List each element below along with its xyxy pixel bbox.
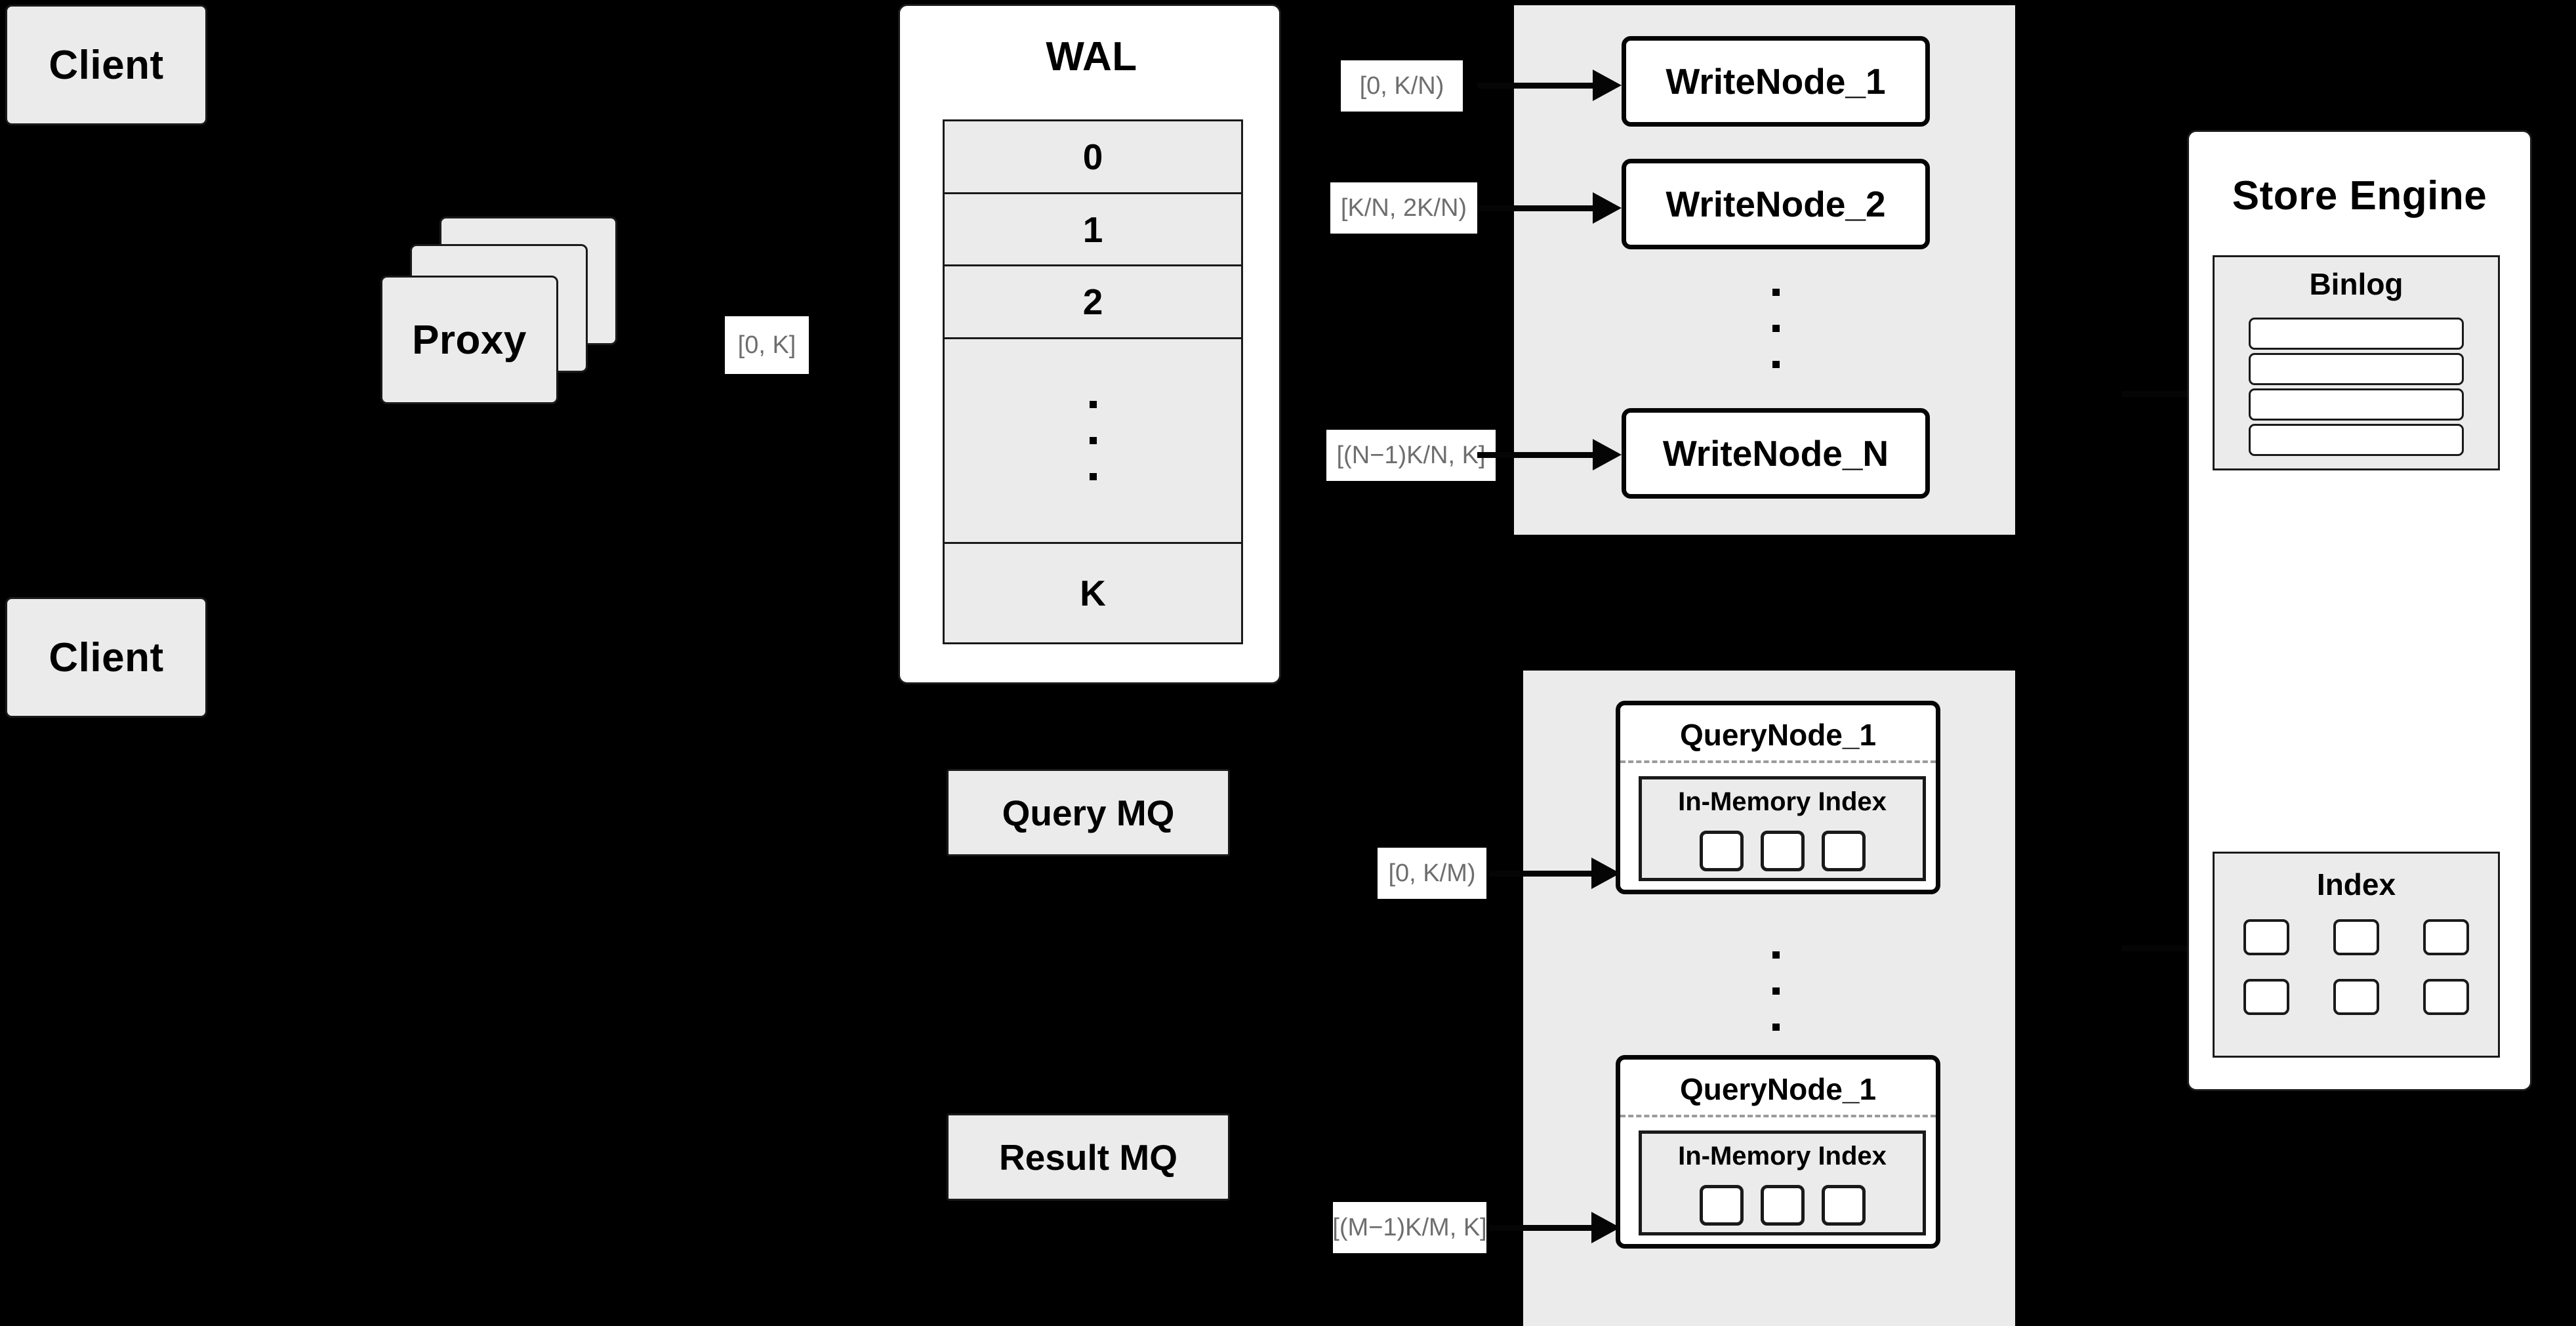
wal-ellipsis-icon	[1089, 386, 1097, 495]
binlog-entry-1[interactable]	[2249, 318, 2464, 350]
query-node-1[interactable]: QueryNode_1 In-Memory Index	[1616, 701, 1940, 894]
write-node-n[interactable]: WriteNode_N	[1622, 408, 1930, 499]
query-node-2-index-chip-1[interactable]	[1699, 1185, 1744, 1226]
binlog-entry-2[interactable]	[2249, 353, 2464, 385]
index-chip-4[interactable]	[2243, 979, 2289, 1015]
query-node-1-separator	[1620, 760, 1936, 763]
query-node-1-in-memory-index[interactable]: In-Memory Index	[1639, 776, 1926, 881]
binlog-entry-3[interactable]	[2249, 388, 2464, 421]
wal-row-label-0: 0	[1082, 136, 1103, 177]
index-panel[interactable]: Index	[2213, 852, 2500, 1058]
query-cluster-ellipsis-icon	[1753, 932, 1799, 1050]
wal-row-2[interactable]: 2	[945, 266, 1241, 340]
edge-label-wal-to-writenode-2-text: [K/N, 2K/N)	[1340, 194, 1467, 222]
store-engine-panel[interactable]: Store Engine Binlog Index	[2187, 130, 2532, 1091]
index-chip-3[interactable]	[2423, 919, 2469, 955]
wal-row-label-2: 2	[1082, 281, 1103, 323]
query-node-2-separator	[1620, 1115, 1936, 1117]
query-node-1-index-chip-1[interactable]	[1699, 831, 1744, 871]
wal-row-ellipsis	[945, 339, 1241, 545]
query-node-2[interactable]: QueryNode_1 In-Memory Index	[1616, 1055, 1940, 1249]
wal-row-label-1: 1	[1082, 209, 1103, 250]
edge-label-mq-to-querynode-last: [(M−1)K/M, K]	[1332, 1202, 1487, 1253]
wal-row-1[interactable]: 1	[945, 194, 1241, 267]
wal-table: 0 1 2 K	[943, 119, 1243, 644]
result-mq-label: Result MQ	[999, 1136, 1177, 1178]
client-label-2: Client	[49, 634, 164, 680]
arrow-to-writenode-1	[1477, 69, 1622, 102]
write-node-1-label: WriteNode_1	[1666, 61, 1886, 102]
write-cluster-ellipsis-icon	[1753, 262, 1799, 394]
query-node-2-index-chip-2[interactable]	[1760, 1185, 1805, 1226]
edge-label-wal-to-writenode-n-text: [(N−1)K/N, K]	[1336, 442, 1486, 469]
index-chip-1[interactable]	[2243, 919, 2289, 955]
index-title: Index	[2316, 867, 2396, 901]
arrow-to-writenode-n	[1477, 438, 1622, 471]
query-node-1-label: QueryNode_1	[1679, 718, 1877, 752]
wal-row-k[interactable]: K	[945, 544, 1241, 642]
arrow-to-querynode-last	[1489, 1211, 1620, 1244]
query-mq-label: Query MQ	[1002, 792, 1175, 833]
client-label-1: Client	[49, 42, 164, 88]
arrow-to-writenode-2	[1477, 192, 1622, 224]
write-node-1[interactable]: WriteNode_1	[1622, 36, 1930, 127]
proxy-box[interactable]: Proxy	[380, 276, 558, 404]
query-node-2-index-chip-3[interactable]	[1821, 1185, 1866, 1226]
result-mq-box[interactable]: Result MQ	[947, 1113, 1230, 1201]
client-box-1[interactable]: Client	[5, 5, 207, 125]
wal-title: WAL	[1046, 34, 1137, 79]
edge-label-wal-to-writenode-n: [(N−1)K/N, K]	[1326, 430, 1496, 481]
query-mq-box[interactable]: Query MQ	[947, 769, 1230, 856]
query-node-2-label: QueryNode_1	[1679, 1072, 1877, 1106]
query-node-2-in-memory-index[interactable]: In-Memory Index	[1639, 1130, 1926, 1235]
wal-row-0[interactable]: 0	[945, 121, 1241, 194]
proxy-stack[interactable]: Proxy	[380, 217, 669, 426]
write-node-n-label: WriteNode_N	[1662, 433, 1889, 474]
edge-label-wal-to-writenode-1: [0, K/N)	[1341, 60, 1463, 112]
query-node-1-in-memory-index-title: In-Memory Index	[1678, 787, 1887, 816]
edge-label-wal-to-writenode-1-text: [0, K/N)	[1359, 72, 1444, 100]
client-box-2[interactable]: Client	[5, 597, 207, 718]
binlog-entry-4[interactable]	[2249, 424, 2464, 456]
edge-label-proxy-to-wal: [0, K]	[725, 316, 809, 374]
edge-label-mq-to-querynode-first-text: [0, K/M)	[1388, 860, 1476, 887]
wal-row-label-k: K	[1080, 573, 1106, 614]
edge-label-wal-to-writenode-2: [K/N, 2K/N)	[1330, 182, 1477, 234]
store-engine-title: Store Engine	[2232, 173, 2487, 218]
write-node-2[interactable]: WriteNode_2	[1622, 159, 1930, 249]
query-node-1-index-chip-2[interactable]	[1760, 831, 1805, 871]
index-chip-2[interactable]	[2333, 919, 2379, 955]
wal-panel[interactable]: WAL 0 1 2 K	[898, 4, 1281, 684]
query-node-2-in-memory-index-title: In-Memory Index	[1678, 1142, 1887, 1171]
index-chip-5[interactable]	[2333, 979, 2379, 1015]
binlog-panel[interactable]: Binlog	[2213, 255, 2500, 470]
binlog-title: Binlog	[2309, 267, 2403, 301]
index-chip-6[interactable]	[2423, 979, 2469, 1015]
arrow-to-querynode-first	[1489, 857, 1620, 890]
write-node-2-label: WriteNode_2	[1666, 184, 1886, 224]
proxy-label: Proxy	[412, 317, 527, 363]
edge-label-mq-to-querynode-last-text: [(M−1)K/M, K]	[1332, 1214, 1487, 1241]
query-node-1-index-chip-3[interactable]	[1821, 831, 1866, 871]
edge-label-mq-to-querynode-first: [0, K/M)	[1378, 848, 1486, 899]
edge-label-proxy-to-wal-text: [0, K]	[737, 331, 796, 359]
